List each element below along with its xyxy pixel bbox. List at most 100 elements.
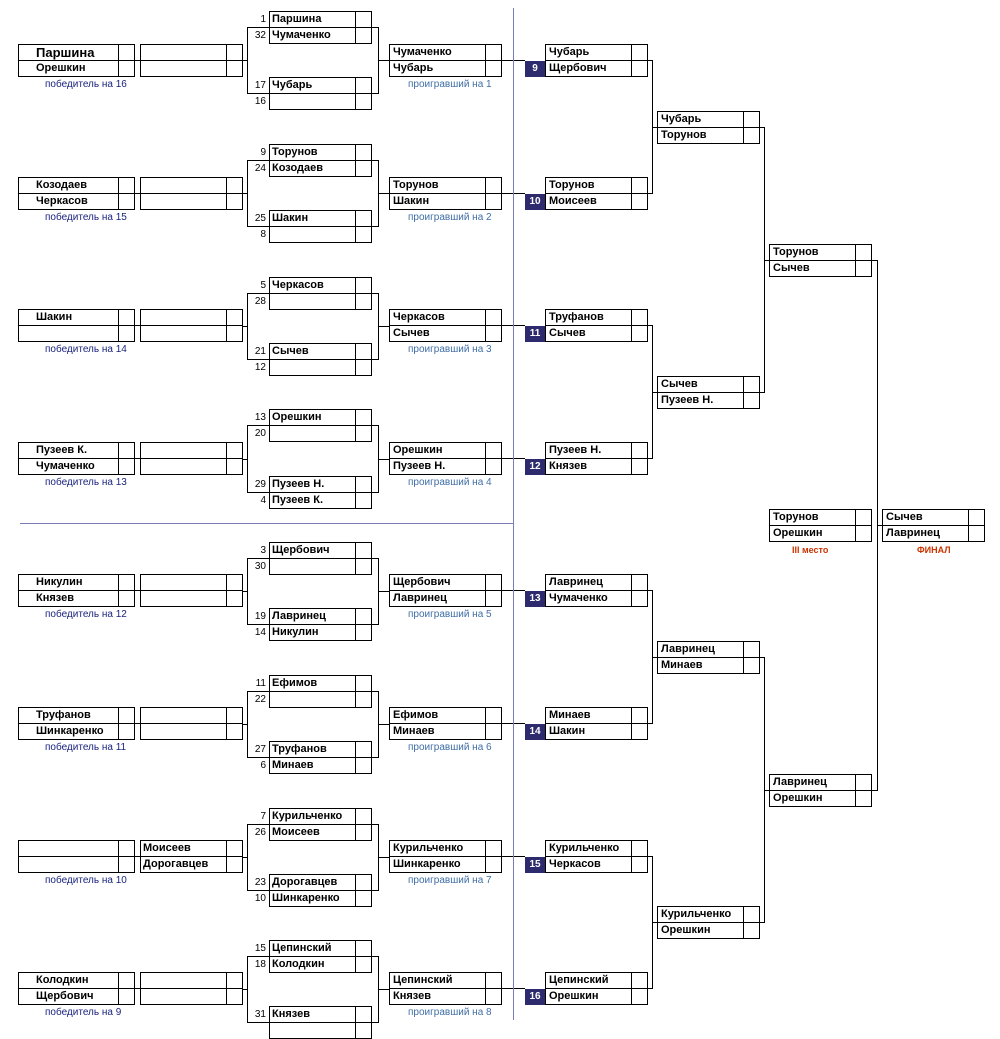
rep-slot[interactable] (140, 193, 227, 210)
player-name: Пузеев Н. (661, 394, 714, 406)
player-name: Моисеев (272, 826, 320, 838)
seed-number: 6 (260, 760, 266, 771)
rep-slot[interactable] (140, 177, 227, 194)
connector-line (247, 890, 270, 891)
connector-line (241, 989, 248, 990)
match-number: 12 (525, 459, 545, 475)
score-cell shade (743, 906, 760, 923)
connector-line (247, 691, 270, 692)
rep-slot[interactable] (18, 840, 119, 857)
score-cell (226, 574, 243, 591)
score-cell shade (631, 177, 648, 194)
player-name: Щербович (272, 544, 330, 556)
connector-line (247, 624, 270, 625)
rep-slot[interactable] (140, 458, 227, 475)
rep-slot[interactable] (18, 856, 119, 873)
connector-line (652, 127, 659, 128)
player-name: Колодкин (36, 974, 89, 986)
match-number: 9 (525, 61, 545, 77)
connector-line (872, 790, 878, 791)
connector-line (241, 724, 248, 725)
score-cell (118, 177, 135, 194)
player-name: Чубарь (661, 113, 702, 125)
score-cell shade (743, 922, 760, 939)
rep-slot[interactable] (140, 309, 227, 326)
r1-slot[interactable] (269, 558, 356, 575)
rep-slot[interactable] (140, 325, 227, 342)
player-name: Князев (549, 460, 587, 472)
seed-number: 5 (260, 280, 266, 291)
r1-slot[interactable] (269, 425, 356, 442)
rep-slot[interactable] (140, 44, 227, 61)
player-name: Лавринец (549, 576, 603, 588)
loser-note: проигравший на 3 (408, 344, 492, 355)
r1-slot[interactable] (269, 691, 356, 708)
rep-slot[interactable] (140, 574, 227, 591)
score-cell shade (631, 840, 648, 857)
third-place-label: III место (792, 545, 829, 555)
connector-line (372, 824, 379, 825)
score-cell (355, 144, 372, 161)
connector-line (247, 956, 270, 957)
player-name: Паршина (36, 45, 95, 60)
winner-note: победитель на 12 (45, 609, 127, 620)
seed-number: 4 (260, 495, 266, 506)
player-name: Курильченко (272, 810, 343, 822)
connector-line (372, 492, 379, 493)
player-name: Торунов (272, 146, 318, 158)
player-name: Сычев (661, 378, 698, 390)
player-name: Цепинский (549, 974, 609, 986)
score-cell (485, 707, 502, 724)
score-cell (355, 1022, 372, 1039)
divider-line (513, 8, 514, 1020)
connector-line (135, 193, 141, 194)
connector-line (372, 293, 379, 294)
loser-note: проигравший на 7 (408, 875, 492, 886)
rep-slot[interactable] (18, 325, 119, 342)
loser-note: проигравший на 6 (408, 742, 492, 753)
connector-line (372, 691, 379, 692)
r1-slot[interactable] (269, 226, 356, 243)
rep-slot[interactable] (140, 590, 227, 607)
rep-slot[interactable] (140, 442, 227, 459)
winner-note: победитель на 11 (45, 742, 127, 753)
connector-line (247, 226, 270, 227)
score-cell shade (855, 244, 872, 261)
r1-slot[interactable] (269, 93, 356, 110)
rep-slot[interactable] (140, 972, 227, 989)
connector-line (378, 459, 391, 460)
connector-line (372, 226, 379, 227)
connector-line (648, 193, 653, 194)
player-name: Орешкин (661, 924, 711, 936)
connector-line (877, 525, 883, 526)
connector-line (648, 60, 653, 61)
r1-slot[interactable] (269, 293, 356, 310)
score-cell (118, 590, 135, 607)
seed-number: 25 (254, 213, 266, 224)
score-cell (118, 840, 135, 857)
rep-slot[interactable] (140, 60, 227, 77)
score-cell (118, 325, 135, 342)
r1-slot[interactable] (269, 1022, 356, 1039)
score-cell (118, 60, 135, 77)
player-name: Шакин (36, 311, 73, 323)
player-name: Сычев (393, 327, 430, 339)
winner-note: победитель на 10 (45, 875, 127, 886)
player-name: Труфанов (272, 743, 327, 755)
player-name: Лавринец (393, 592, 447, 604)
rep-slot[interactable] (140, 988, 227, 1005)
score-cell shade (631, 458, 648, 475)
connector-line (135, 856, 141, 857)
loser-note: проигравший на 4 (408, 477, 492, 488)
rep-slot[interactable] (140, 707, 227, 724)
score-cell shade (631, 972, 648, 989)
score-cell (118, 856, 135, 873)
score-cell (485, 325, 502, 342)
rep-slot[interactable] (140, 723, 227, 740)
seed-number: 7 (260, 811, 266, 822)
score-cell (118, 309, 135, 326)
r1-slot[interactable] (269, 359, 356, 376)
score-cell (355, 890, 372, 907)
connector-line (372, 558, 379, 559)
score-cell shade (631, 442, 648, 459)
